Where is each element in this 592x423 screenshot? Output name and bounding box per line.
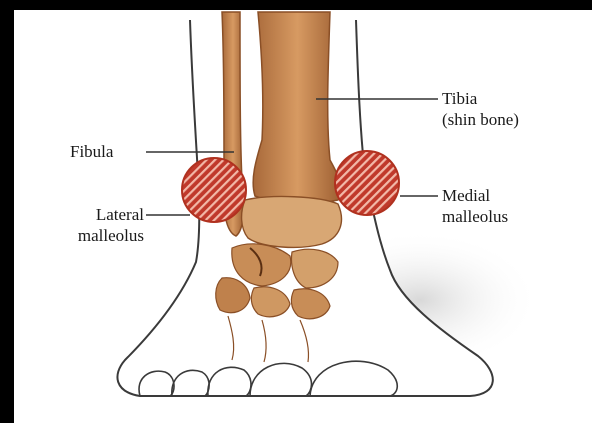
medial-label-line2: malleolus	[442, 206, 508, 227]
tibia-label: Tibia (shin bone)	[442, 88, 519, 130]
lateral-malleolus-marker	[182, 158, 246, 222]
frame-border-top	[0, 0, 592, 10]
fibula-label-text: Fibula	[70, 141, 113, 162]
medial-label-line1: Medial	[442, 185, 508, 206]
lateral-label-line1: Lateral	[36, 204, 144, 225]
lateral-label-line2: malleolus	[36, 225, 144, 246]
talus-bone	[242, 197, 342, 248]
tibia-label-line2: (shin bone)	[442, 109, 519, 130]
medial-malleolus-marker	[335, 151, 399, 215]
lateral-malleolus-label: Lateral malleolus	[36, 204, 144, 246]
frame-border-left	[0, 0, 14, 423]
tibia-bone	[253, 12, 342, 203]
fibula-label: Fibula	[70, 141, 113, 162]
tibia-label-line1: Tibia	[442, 88, 519, 109]
medial-malleolus-label: Medial malleolus	[442, 185, 508, 227]
